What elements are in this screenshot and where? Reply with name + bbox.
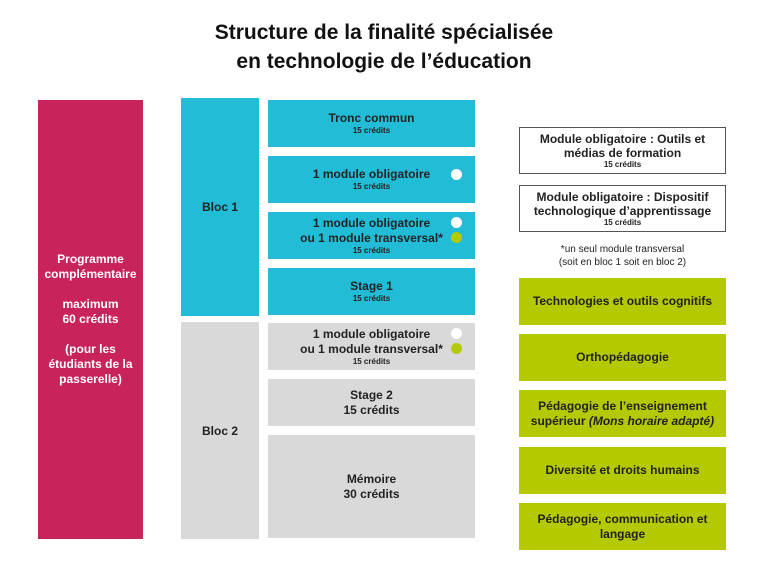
- title-line: Structure de la finalité spécialisée: [214, 21, 554, 44]
- text: passerelle): [59, 372, 122, 386]
- bloc-label: Bloc 1: [201, 200, 238, 214]
- text: langage: [599, 526, 646, 541]
- module-title: 1 module obligatoire: [312, 215, 431, 230]
- text: (pour les: [65, 342, 116, 356]
- module-title: 1 module obligatoire: [312, 167, 431, 181]
- text: Programme: [57, 252, 124, 266]
- white-dot-icon: [451, 217, 462, 228]
- text: technologique d’apprentissage: [533, 203, 712, 218]
- white-dot-icon: [451, 328, 462, 339]
- module-credits: 15 crédits: [603, 217, 642, 227]
- title-line: en technologie de l’éducation: [236, 50, 532, 73]
- module-title: Stage 2: [350, 387, 393, 402]
- text: Module obligatoire : Dispositif: [536, 189, 709, 204]
- transversal-module: Orthopédagogie: [519, 334, 726, 381]
- module-credits: 15 crédits: [352, 294, 391, 303]
- text: Pédagogie de l’enseignement: [538, 398, 707, 413]
- module-title: ou 1 module transversal*: [300, 341, 443, 356]
- text: Orthopédagogie: [576, 350, 669, 364]
- module-credits: 15 crédits: [343, 402, 400, 417]
- module-credits: 15 crédits: [352, 245, 391, 255]
- white-dot-icon: [451, 169, 462, 180]
- module-credits: 15 crédits: [603, 159, 642, 169]
- footnote: *un seul module transversal (soit en blo…: [519, 243, 726, 269]
- module-memoire: Mémoire 30 crédits: [268, 435, 475, 538]
- programme-complementaire: Programme complémentaire maximum 60 créd…: [38, 100, 143, 539]
- green-dot-icon: [451, 232, 462, 243]
- module-credits: 15 crédits: [352, 182, 391, 191]
- text: médias de formation: [563, 145, 682, 160]
- module-title: 1 module obligatoire: [312, 326, 431, 341]
- text: 60 crédits: [62, 312, 119, 326]
- text: Module obligatoire : Outils et: [539, 131, 706, 146]
- text: étudiants de la: [48, 357, 133, 371]
- mandatory-module: Module obligatoire : Dispositif technolo…: [519, 185, 726, 232]
- text: (Mons horaire adapté): [588, 413, 715, 428]
- module-title: ou 1 module transversal*: [300, 230, 443, 245]
- module-obligatoire-ou-transversal: 1 module obligatoire ou 1 module transve…: [268, 323, 475, 370]
- module-obligatoire-ou-transversal: 1 module obligatoire ou 1 module transve…: [268, 212, 475, 259]
- text: *un seul module transversal: [560, 244, 685, 255]
- green-dot-icon: [451, 343, 462, 354]
- module-stage-1: Stage 1 15 crédits: [268, 268, 475, 315]
- bloc-label: Bloc 2: [201, 423, 238, 438]
- bloc-1: Bloc 1: [181, 98, 259, 316]
- module-obligatoire: 1 module obligatoire 15 crédits: [268, 156, 475, 203]
- module-title: Tronc commun: [328, 111, 415, 125]
- text: supérieur: [530, 413, 589, 428]
- mandatory-module: Module obligatoire : Outils et médias de…: [519, 127, 726, 174]
- transversal-module: Pédagogie de l’enseignement supérieur (M…: [519, 390, 726, 437]
- module-credits: 15 crédits: [352, 356, 391, 366]
- module-tronc-commun: Tronc commun 15 crédits: [268, 100, 475, 147]
- text: maximum: [62, 297, 119, 311]
- page-title: Structure de la finalité spécialisée en …: [0, 18, 768, 76]
- text: complémentaire: [44, 267, 137, 281]
- transversal-module: Pédagogie, communication et langage: [519, 503, 726, 550]
- module-title: Mémoire: [346, 471, 397, 486]
- text: (soit en bloc 1 soit en bloc 2): [558, 257, 687, 268]
- module-credits: 30 crédits: [343, 486, 400, 501]
- transversal-module: Diversité et droits humains: [519, 447, 726, 494]
- module-title: Stage 1: [350, 279, 393, 293]
- text: Technologies et outils cognitifs: [532, 294, 713, 308]
- text: Diversité et droits humains: [545, 463, 700, 477]
- module-stage-2: Stage 2 15 crédits: [268, 379, 475, 426]
- bloc-2: Bloc 2: [181, 322, 259, 539]
- text: Pédagogie, communication et: [537, 511, 708, 526]
- module-credits: 15 crédits: [352, 126, 391, 135]
- transversal-module: Technologies et outils cognitifs: [519, 278, 726, 325]
